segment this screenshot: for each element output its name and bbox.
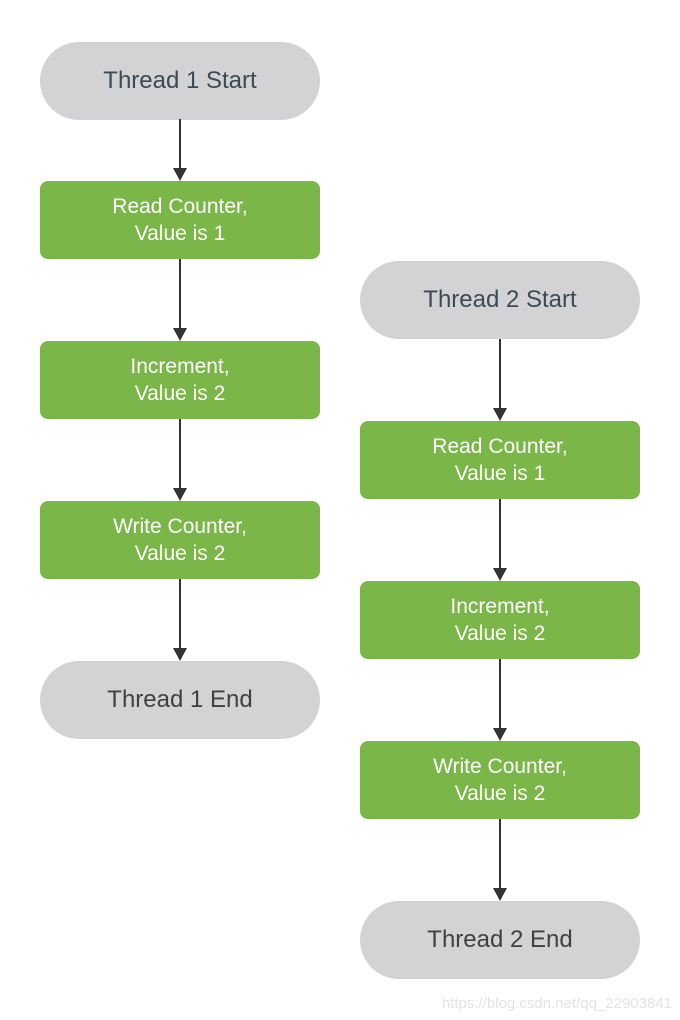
node-label: Thread 2 Start [423, 286, 577, 313]
arrow-thread2-start-to-read [493, 339, 507, 421]
node-label: Thread 2 End [427, 926, 573, 953]
arrow-shaft [499, 339, 501, 410]
arrow-shaft [499, 499, 501, 570]
arrow-shaft [179, 579, 181, 650]
node-thread1-read-counter: Read Counter, Value is 1 [40, 181, 320, 259]
arrow-shaft [499, 659, 501, 730]
node-label-line1: Increment, [450, 595, 550, 618]
node-label-line1: Read Counter, [112, 195, 248, 218]
arrow-shaft [179, 419, 181, 490]
csdn-watermark: https://blog.csdn.net/qq_22903841 [441, 995, 672, 1012]
arrowhead-icon [173, 648, 187, 661]
node-label-line2: Value is 2 [134, 382, 226, 405]
node-label-line2: Value is 2 [134, 542, 226, 565]
node-label-line2: Value is 2 [454, 622, 546, 645]
node-thread2-end: Thread 2 End [360, 901, 640, 979]
node-thread2-write-counter: Write Counter, Value is 2 [360, 741, 640, 819]
arrow-shaft [499, 819, 501, 890]
node-label: Thread 1 Start [103, 67, 257, 94]
node-thread1-end: Thread 1 End [40, 661, 320, 739]
arrowhead-icon [173, 488, 187, 501]
arrowhead-icon [493, 568, 507, 581]
node-thread1-start: Thread 1 Start [40, 42, 320, 120]
node-label-line2: Value is 2 [454, 782, 546, 805]
arrow-thread2-increment-to-write [493, 659, 507, 741]
arrowhead-icon [173, 328, 187, 341]
node-label-line1: Read Counter, [432, 435, 568, 458]
arrow-thread1-start-to-read [173, 119, 187, 181]
node-label-line1: Write Counter, [113, 515, 247, 538]
node-thread1-write-counter: Write Counter, Value is 2 [40, 501, 320, 579]
node-thread2-increment: Increment, Value is 2 [360, 581, 640, 659]
arrow-thread2-write-to-end [493, 819, 507, 901]
arrow-thread1-read-to-increment [173, 259, 187, 341]
node-thread1-increment: Increment, Value is 2 [40, 341, 320, 419]
node-label-line2: Value is 1 [454, 462, 546, 485]
arrowhead-icon [493, 888, 507, 901]
arrowhead-icon [493, 728, 507, 741]
node-label-line1: Write Counter, [433, 755, 567, 778]
arrow-thread1-write-to-end [173, 579, 187, 661]
arrowhead-icon [173, 168, 187, 181]
arrow-thread1-increment-to-write [173, 419, 187, 501]
node-label: Thread 1 End [107, 686, 253, 713]
node-label-line2: Value is 1 [134, 222, 226, 245]
arrow-shaft [179, 119, 181, 170]
node-thread2-start: Thread 2 Start [360, 261, 640, 339]
arrow-thread2-read-to-increment [493, 499, 507, 581]
node-label-line1: Increment, [130, 355, 230, 378]
arrow-shaft [179, 259, 181, 330]
arrowhead-icon [493, 408, 507, 421]
node-thread2-read-counter: Read Counter, Value is 1 [360, 421, 640, 499]
